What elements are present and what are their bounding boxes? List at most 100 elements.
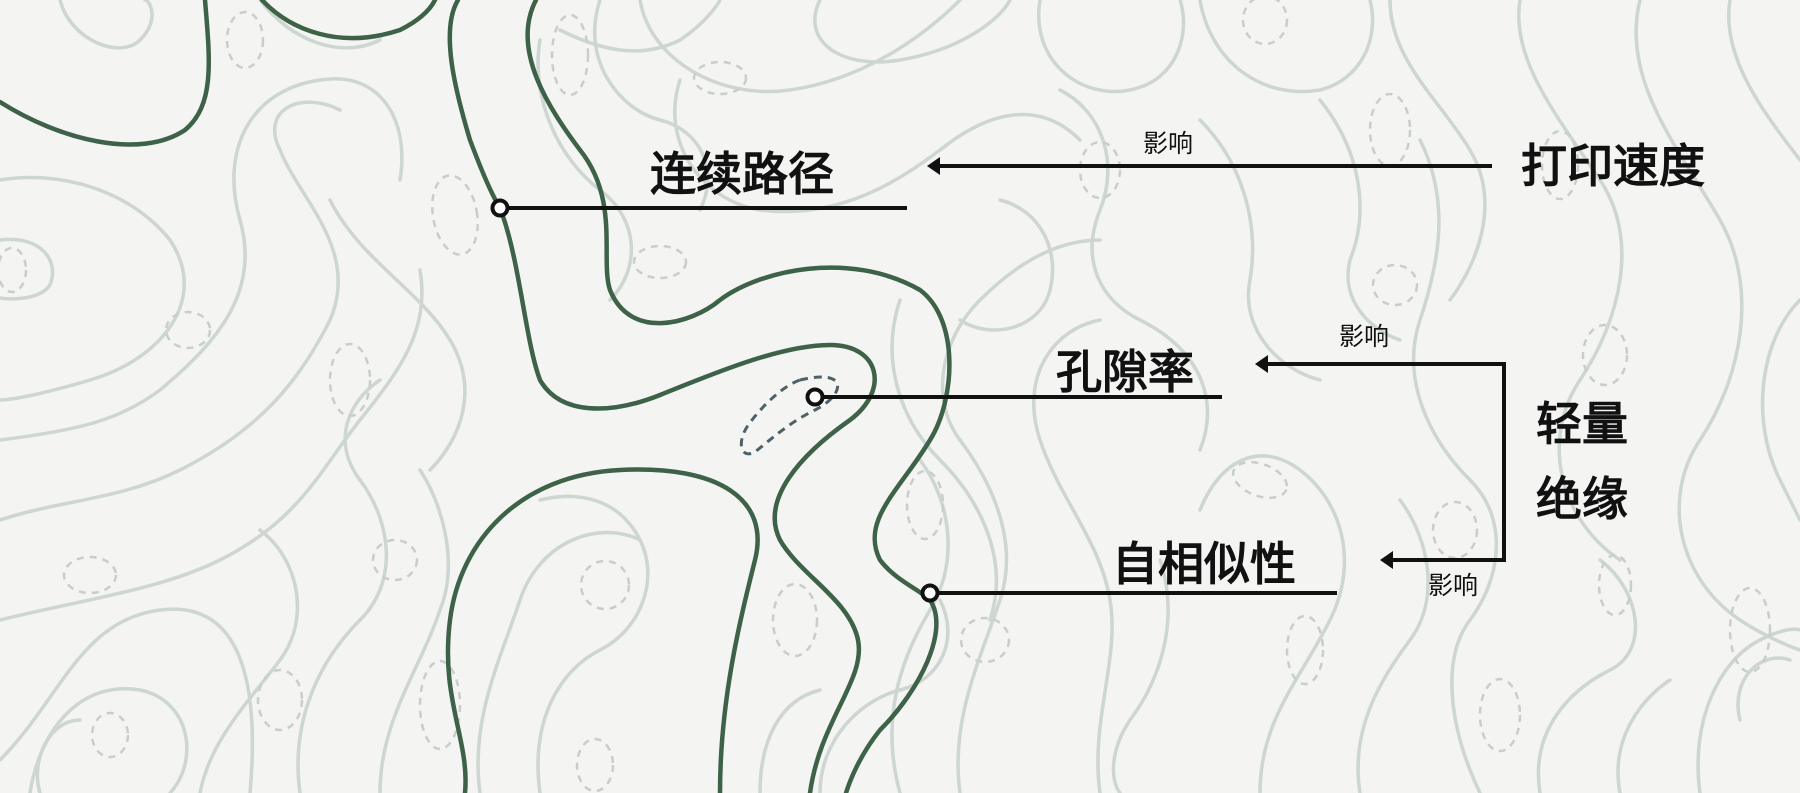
contour-line — [198, 528, 300, 793]
contour-line — [58, 0, 154, 50]
contour-line — [1726, 0, 1800, 162]
contour-line — [1696, 627, 1800, 793]
contour-line — [1736, 656, 1792, 722]
dashed-island — [0, 246, 28, 294]
contour-line — [593, 0, 710, 212]
dashed-island — [905, 469, 945, 541]
contour-line — [758, 688, 822, 793]
label-print-speed: 打印速度 — [1521, 139, 1705, 193]
dashed-island — [1368, 92, 1412, 168]
arrowhead-left-icon — [1380, 551, 1393, 569]
contour-line — [638, 0, 962, 94]
contour-line — [1388, 0, 1487, 302]
contour-line — [940, 238, 1102, 793]
contour-line — [1111, 558, 1170, 793]
contour-line — [35, 718, 82, 793]
ring-marker-icon — [805, 387, 825, 407]
dashed-island — [1597, 553, 1633, 617]
dashed-island — [62, 555, 118, 595]
dashed-island — [692, 60, 748, 96]
dashed-island — [1231, 460, 1289, 500]
label-influence-top: 影响 — [1143, 129, 1193, 158]
contour-line — [1058, 88, 1210, 452]
contour-line — [1517, 0, 1624, 562]
contour-line — [328, 198, 467, 472]
green-path-segment — [259, 0, 438, 41]
contour-line — [0, 77, 404, 442]
green-path-segment — [445, 467, 760, 793]
pore-dashed-outline — [740, 375, 840, 456]
leader-lines — [490, 157, 1506, 603]
dashed-island — [1371, 263, 1419, 307]
contour-line — [1031, 318, 1114, 793]
dashed-island — [1431, 500, 1479, 560]
dashed-island — [1478, 677, 1522, 753]
dashed-island — [256, 668, 304, 732]
contour-line — [1198, 454, 1347, 793]
contour-line — [1198, 118, 1322, 382]
contour-line — [28, 687, 189, 793]
contour-line — [296, 378, 389, 793]
dashed-island — [90, 711, 130, 759]
contour-line — [378, 468, 451, 793]
contour-line — [673, 78, 1082, 214]
dashed-island — [771, 582, 819, 658]
contour-line — [536, 38, 633, 302]
label-influence-mid: 影响 — [1339, 322, 1389, 351]
contour-line — [1634, 0, 1800, 652]
label-porosity: 孔隙率 — [1056, 345, 1194, 399]
dashed-island — [579, 559, 631, 611]
contour-line — [890, 458, 950, 793]
label-self-similarity: 自相似性 — [1112, 537, 1296, 591]
dashed-island — [550, 13, 590, 97]
contour-line — [0, 100, 342, 522]
dashed-island — [1540, 129, 1580, 201]
influence-bracket — [1265, 362, 1506, 562]
ring-marker-icon — [920, 583, 940, 603]
dashed-island — [328, 342, 372, 418]
contour-line — [1536, 558, 1638, 793]
dashed-island — [632, 244, 688, 280]
contour-line — [476, 530, 642, 793]
label-lightweight: 轻量 — [1536, 397, 1628, 451]
dashed-island — [418, 659, 462, 751]
contour-line — [1037, 0, 1186, 94]
arrowhead-left-icon — [1255, 355, 1268, 373]
dashed-island — [575, 737, 615, 793]
dashed-island — [1078, 140, 1122, 200]
dashed-island — [959, 616, 1011, 664]
dashed-island — [1728, 586, 1772, 674]
dashed-island — [371, 538, 419, 582]
contour-line — [536, 494, 650, 793]
contour-line — [1356, 498, 1430, 793]
label-continuous-path: 连续路径 — [650, 147, 834, 201]
ring-marker-icon — [490, 198, 510, 218]
dashed-island — [1241, 0, 1289, 46]
dashed-island — [1285, 614, 1325, 686]
contour-line — [1318, 98, 1402, 342]
contour-line — [818, 598, 950, 793]
contour-line — [813, 0, 1012, 64]
contour-line — [558, 0, 722, 53]
green-path-segment — [447, 0, 877, 793]
dashed-island — [1581, 323, 1629, 387]
dashed-island — [225, 10, 265, 70]
labels: 连续路径 孔隙率 自相似性 打印速度 轻量 绝缘 影响 影响 影响 — [650, 129, 1705, 600]
contour-line — [1616, 678, 1672, 793]
contour-line — [1411, 138, 1499, 793]
contour-line — [0, 268, 424, 622]
contour-line — [890, 298, 999, 622]
contour-line — [0, 237, 55, 301]
dashed-island — [430, 174, 480, 256]
green-path-segment — [0, 0, 212, 147]
label-insulation: 绝缘 — [1536, 472, 1628, 526]
label-influence-bottom: 影响 — [1428, 571, 1478, 600]
contour-line — [0, 175, 186, 402]
contour-line — [1760, 298, 1800, 522]
arrowhead-left-icon — [927, 157, 940, 175]
contour-line — [258, 0, 382, 50]
contour-line — [1198, 0, 1375, 94]
contour-line — [958, 198, 1055, 332]
